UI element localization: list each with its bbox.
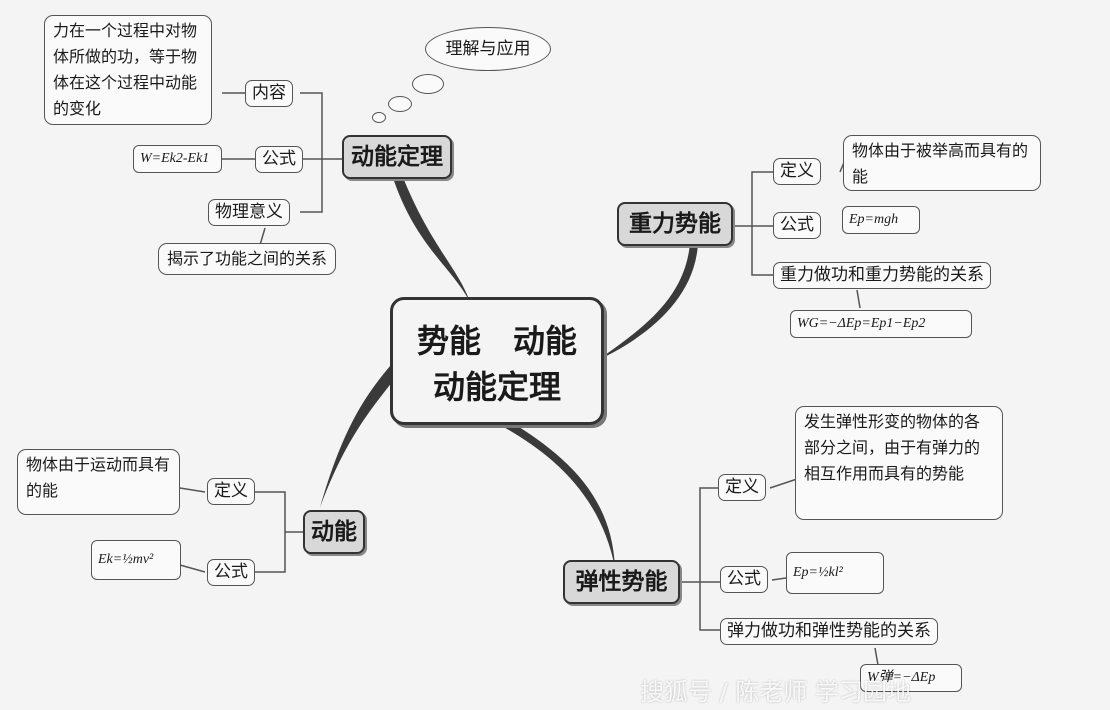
watermark: 搜狐号 / 陈老师 学习园地 bbox=[640, 678, 911, 706]
kinetic-energy-formula-label: 公式 bbox=[207, 559, 255, 586]
kinetic-energy-def-text: 物体由于运动而具有的能 bbox=[17, 449, 180, 515]
kinetic-theorem-content-label: 内容 bbox=[245, 80, 293, 107]
kinetic-theorem-meaning-label: 物理意义 bbox=[208, 199, 290, 226]
node-gravity-pe: 重力势能 bbox=[617, 202, 733, 246]
elastic-pe-relation-formula: W弹=−ΔEp bbox=[860, 664, 962, 692]
kinetic-energy-def-label: 定义 bbox=[207, 478, 255, 505]
cloud-understanding: 理解与应用 bbox=[425, 27, 551, 71]
gravity-pe-relation-formula: WG=−ΔEp=Ep1−Ep2 bbox=[790, 310, 972, 338]
gravity-pe-def-text: 物体由于被举高而具有的能 bbox=[843, 135, 1041, 191]
kinetic-theorem-formula: W=Ek2-Ek1 bbox=[133, 145, 222, 173]
center-line-1: 势能 动能 bbox=[416, 322, 577, 360]
kinetic-energy-formula: Ek=½mv² bbox=[91, 540, 181, 580]
elastic-pe-formula: Ep=½kl² bbox=[786, 552, 884, 594]
node-kinetic-theorem: 动能定理 bbox=[342, 135, 452, 179]
gravity-pe-formula: Ep=mgh bbox=[842, 206, 920, 234]
gravity-pe-def-label: 定义 bbox=[773, 158, 821, 185]
elastic-pe-def-text: 发生弹性形变的物体的各部分之间，由于有弹力的相互作用而具有的势能 bbox=[795, 406, 1003, 520]
center-line-2: 动能定理 bbox=[432, 368, 561, 406]
thought-bubble bbox=[388, 96, 412, 112]
node-elastic-pe: 弹性势能 bbox=[563, 560, 680, 604]
elastic-pe-formula-label: 公式 bbox=[720, 566, 768, 593]
elastic-pe-relation-label: 弹力做功和弹性势能的关系 bbox=[720, 618, 938, 645]
kinetic-theorem-meaning-text: 揭示了功能之间的关系 bbox=[158, 243, 337, 275]
gravity-pe-formula-label: 公式 bbox=[773, 212, 821, 239]
thought-bubble bbox=[412, 74, 444, 94]
node-kinetic-energy: 动能 bbox=[303, 510, 365, 554]
gravity-pe-relation-label: 重力做功和重力势能的关系 bbox=[773, 262, 991, 289]
thought-bubble bbox=[372, 112, 386, 123]
kinetic-theorem-content-text: 力在一个过程中对物体所做的功，等于物体在这个过程中动能的变化 bbox=[44, 15, 212, 125]
elastic-pe-def-label: 定义 bbox=[718, 474, 766, 501]
center-topic: 势能 动能 动能定理 bbox=[390, 297, 604, 425]
kinetic-theorem-formula-label: 公式 bbox=[255, 146, 303, 173]
